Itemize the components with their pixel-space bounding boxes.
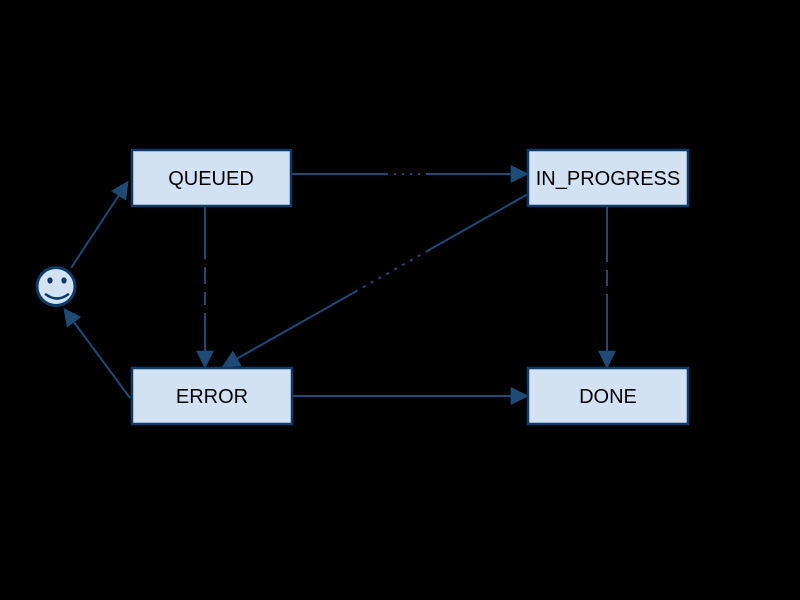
node-done-box [526,366,690,426]
edges [63,165,616,405]
edge-actor-to-queued [70,180,129,269]
node-in-progress: IN_PROGRESS [526,148,690,208]
node-queued-label: QUEUED [168,168,254,190]
node-queued: QUEUED [130,148,293,208]
smiley-left-eye [47,277,53,284]
edge-label-artifact [356,249,430,294]
node-in-progress-box [526,148,690,208]
node-error: ERROR [130,366,294,426]
edge-label-artifacts [202,171,610,313]
node-in-progress-label: IN_PROGRESS [536,168,680,190]
node-error-label: ERROR [176,386,248,408]
node-done: DONE [526,366,690,426]
edge-error-to-actor [63,307,131,399]
smiley-right-eye [61,277,67,284]
node-done-label: DONE [579,386,637,408]
smiley-mouth [44,293,70,300]
node-error-box [130,366,294,426]
smiley-face-icon [35,266,77,307]
node-queued-box [130,148,293,208]
smiley-head [35,266,77,307]
